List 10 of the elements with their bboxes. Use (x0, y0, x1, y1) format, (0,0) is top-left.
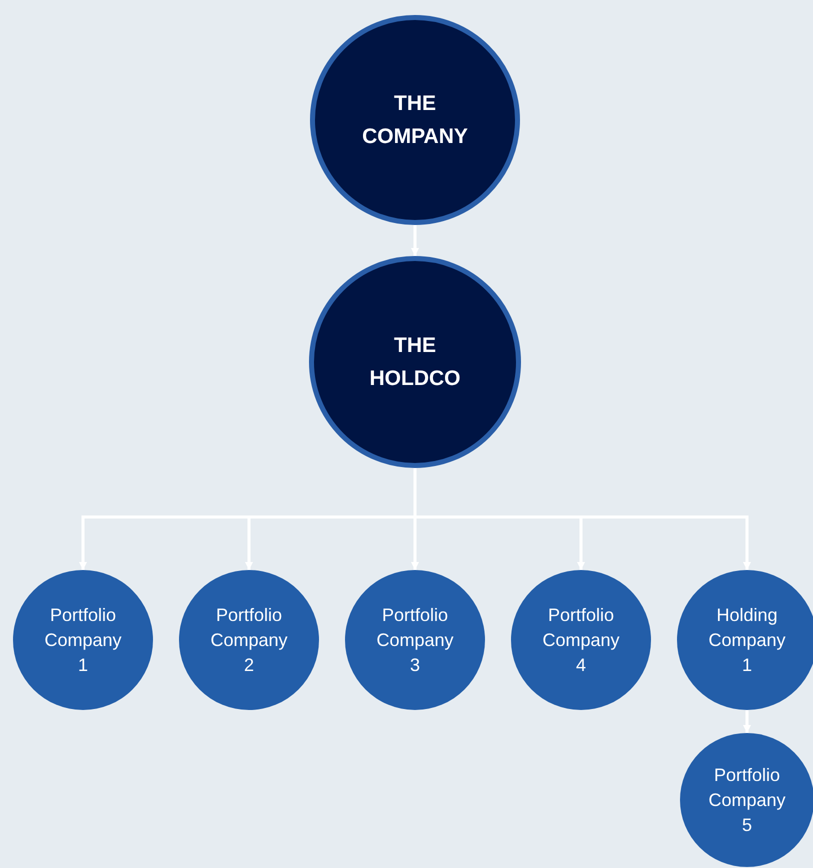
entity-name: Portfolio Company 5 (707, 764, 787, 836)
entity-name: Holding Company 1 (707, 604, 787, 676)
entity-name: THE COMPANY (361, 91, 469, 150)
entity-name: Portfolio Company 2 (209, 604, 289, 676)
entity-name: Portfolio Company 1 (43, 604, 123, 676)
entity-name: THE HOLDCO (368, 333, 462, 392)
connector-arrow (411, 225, 419, 256)
connector-arrow (743, 710, 751, 733)
entity-name: Portfolio Company 4 (541, 604, 621, 676)
entity-name: Portfolio Company 3 (375, 604, 455, 676)
